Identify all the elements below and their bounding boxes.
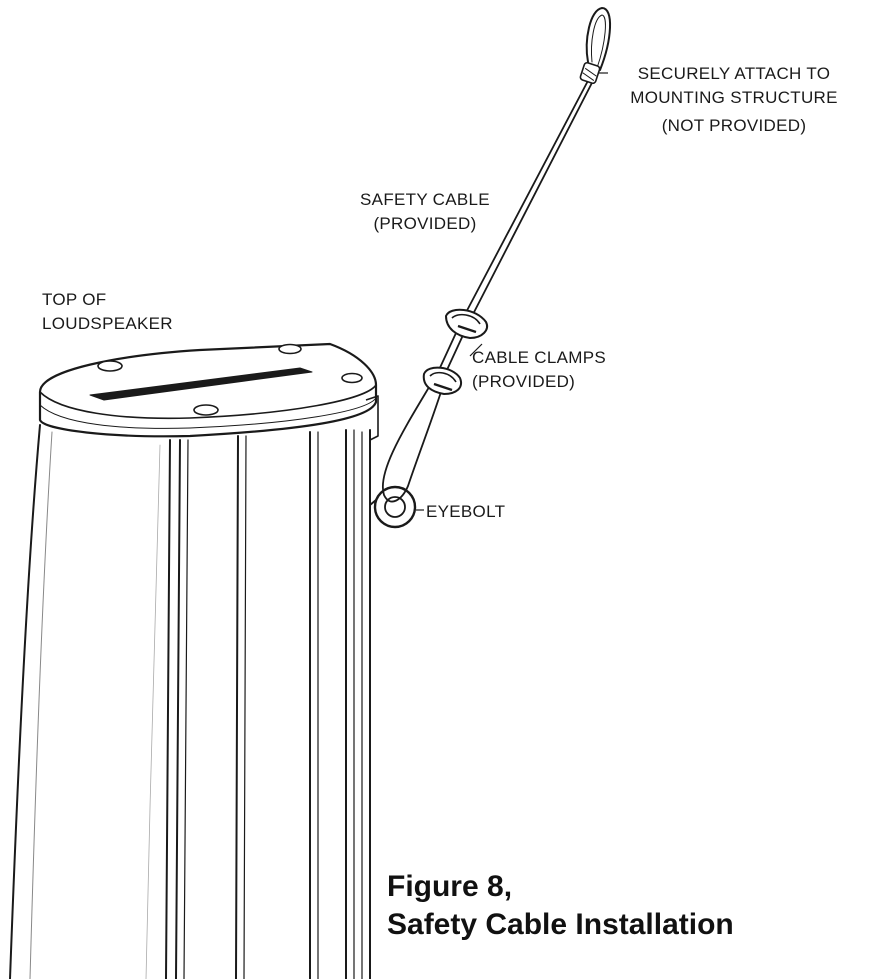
attach-line-1: SECURELY ATTACH TO bbox=[637, 64, 831, 83]
top-of-loudspeaker-label: TOP OF LOUDSPEAKER bbox=[42, 288, 173, 336]
cable-ferrule bbox=[579, 61, 601, 85]
caption-line-1: Figure 8, bbox=[387, 870, 513, 903]
eyebolt-text: EYEBOLT bbox=[426, 502, 506, 521]
top-line-1: TOP OF bbox=[42, 290, 107, 309]
eyebolt bbox=[369, 485, 417, 529]
safety-line-2: (PROVIDED) bbox=[373, 214, 477, 233]
top-line-2: LOUDSPEAKER bbox=[42, 314, 173, 333]
attach-line-2: MOUNTING STRUCTURE bbox=[630, 88, 838, 107]
figure-caption: Figure 8, Safety Cable Installation bbox=[387, 868, 734, 944]
caption-line-2: Safety Cable Installation bbox=[387, 908, 734, 941]
leader-clamps bbox=[469, 343, 483, 357]
cable-clamps-label: CABLE CLAMPS (PROVIDED) bbox=[472, 346, 606, 394]
clamps-line-2: (PROVIDED) bbox=[472, 372, 576, 391]
leader-lines bbox=[416, 72, 608, 511]
cable-clamp-upper bbox=[444, 308, 488, 340]
loudspeaker-body bbox=[9, 424, 371, 979]
safety-cable bbox=[381, 6, 612, 503]
eyebolt-label: EYEBOLT bbox=[426, 500, 505, 524]
attach-line-3: (NOT PROVIDED) bbox=[661, 116, 807, 135]
loudspeaker-top-cap bbox=[38, 342, 379, 441]
safety-line-1: SAFETY CABLE bbox=[360, 190, 490, 209]
clamps-line-1: CABLE CLAMPS bbox=[472, 348, 606, 367]
safety-cable-label: SAFETY CABLE (PROVIDED) bbox=[335, 188, 515, 236]
cable-clamp-lower bbox=[422, 366, 462, 396]
mounting-structure-label: SECURELY ATTACH TO MOUNTING STRUCTURE (N… bbox=[605, 62, 863, 138]
